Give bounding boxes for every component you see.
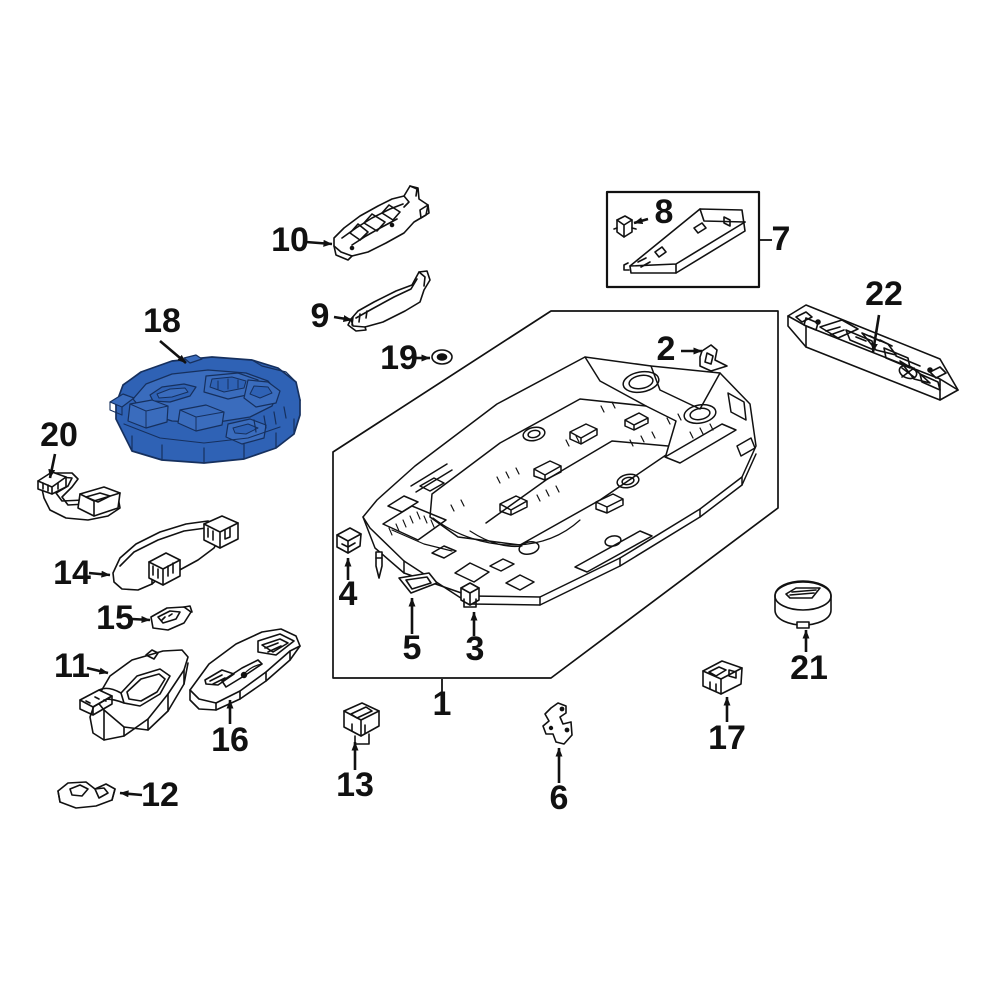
part-roof-clip-small <box>343 702 380 745</box>
callout-number-16[interactable]: 16 <box>211 721 249 759</box>
callout-number-12[interactable]: 12 <box>141 776 179 814</box>
callout-number-14[interactable]: 14 <box>53 554 91 592</box>
leader-11 <box>86 666 109 675</box>
callout-number-18[interactable]: 18 <box>143 302 181 340</box>
part-sun-visor-holder <box>57 781 116 809</box>
leader-10 <box>305 239 333 247</box>
part-wire-retainer-clip <box>702 660 743 695</box>
leader-14 <box>88 570 111 578</box>
part-headliner-access-cover <box>398 572 438 594</box>
part-assist-grip-bracket <box>333 185 430 261</box>
callout-number-6[interactable]: 6 <box>550 779 569 817</box>
part-trim-molding-clip <box>613 215 637 238</box>
leader-20 <box>48 453 57 479</box>
part-headliner-clip-b <box>460 582 480 608</box>
part-microphone-cover <box>774 580 832 629</box>
leader-9 <box>333 315 353 323</box>
callout-number-17[interactable]: 17 <box>708 719 746 757</box>
part-1-boundary-hexagon <box>332 310 779 679</box>
part-grommet <box>431 349 453 365</box>
part-overhead-console-map-lamp <box>109 354 301 464</box>
leader-8 <box>633 217 649 225</box>
callout-number-7[interactable]: 7 <box>772 220 791 258</box>
leader-15 <box>131 616 151 624</box>
part-roof-bracket <box>542 702 573 745</box>
part-headliner-pin <box>375 551 383 579</box>
callout-number-15[interactable]: 15 <box>96 599 134 637</box>
part-assist-grip-handle <box>347 270 431 332</box>
callout-number-1[interactable]: 1 <box>433 685 452 723</box>
part-visor-clip <box>150 605 193 631</box>
part-headliner-clip-c <box>336 527 362 554</box>
part-headliner-clip-a <box>699 344 728 372</box>
callout-number-9[interactable]: 9 <box>311 297 330 335</box>
callout-number-4[interactable]: 4 <box>339 575 358 613</box>
callout-number-22[interactable]: 22 <box>865 275 903 313</box>
leader-12 <box>119 790 143 798</box>
callout-number-3[interactable]: 3 <box>466 630 485 668</box>
part-roof-trim-molding <box>623 208 746 274</box>
callout-number-8[interactable]: 8 <box>655 193 674 231</box>
part-headliner-panel <box>362 356 757 606</box>
leader-22 <box>870 314 881 353</box>
part-sun-visor-with-mirror <box>79 649 189 741</box>
callout-number-20[interactable]: 20 <box>40 416 78 454</box>
callout-number-11[interactable]: 11 <box>54 647 90 685</box>
callout-number-13[interactable]: 13 <box>336 766 374 804</box>
part-coat-hook-hanger <box>37 471 121 521</box>
callout-number-21[interactable]: 21 <box>790 649 828 687</box>
part-sun-visor-sub-assembly <box>189 628 301 711</box>
part-grab-handle-strap <box>112 515 239 591</box>
callout-number-5[interactable]: 5 <box>403 629 422 667</box>
part-overhead-console-bracket <box>787 304 959 401</box>
callout-number-10[interactable]: 10 <box>271 221 309 259</box>
callout-number-19[interactable]: 19 <box>380 339 418 377</box>
callout-number-2[interactable]: 2 <box>657 330 676 368</box>
leader-18 <box>159 340 187 364</box>
